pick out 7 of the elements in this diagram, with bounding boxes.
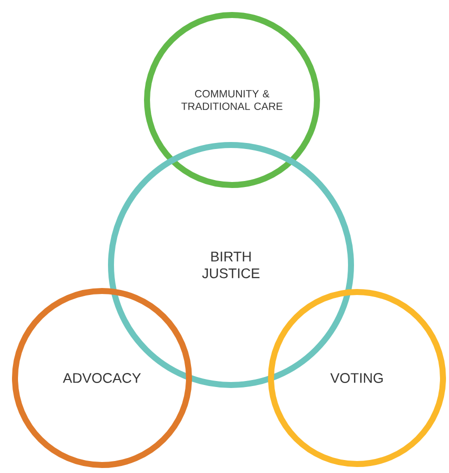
circle	[268, 289, 446, 467]
circle-label: VOTING	[330, 373, 383, 383]
circle-label: BIRTH JUSTICE	[202, 252, 260, 278]
circle	[12, 288, 192, 468]
circle-label: COMMUNITY & TRADITIONAL CARE	[181, 90, 282, 110]
circle	[144, 12, 320, 188]
circle-label: ADVOCACY	[62, 373, 141, 383]
